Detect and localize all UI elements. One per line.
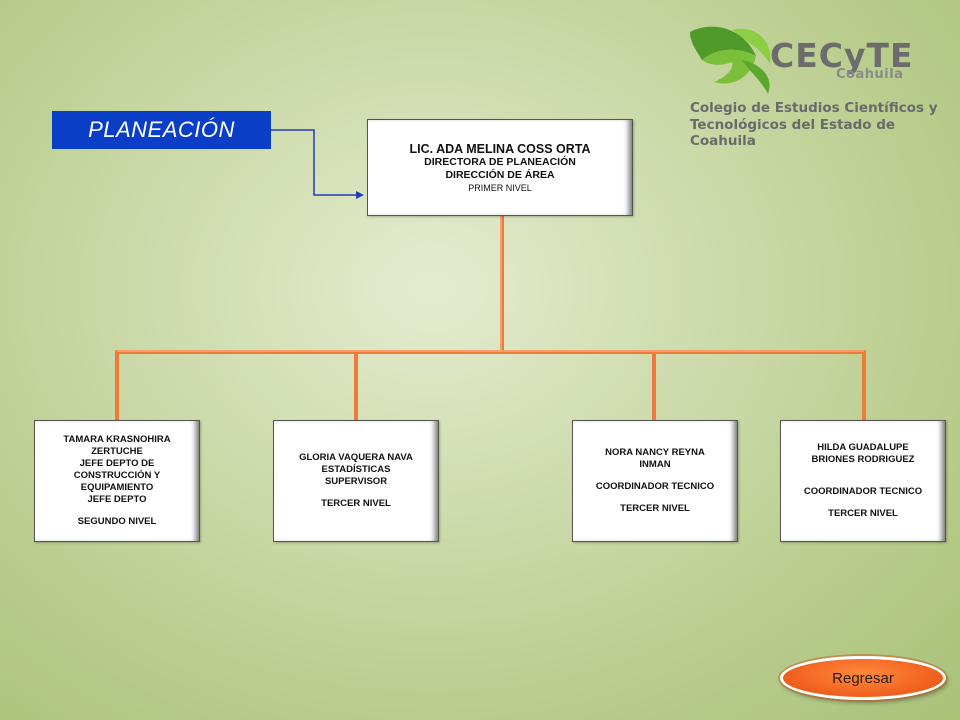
- logo-institution-line-1: Colegio de Estudios Científicos y: [690, 100, 938, 116]
- section-label: PLANEACIÓN: [52, 111, 271, 149]
- logo-institution-line-2: Tecnológicos del Estado de Coahuila: [690, 117, 896, 149]
- logo-brand-sub: Coahuila: [836, 67, 904, 82]
- node-role: COORDINADOR TECNICO: [803, 486, 923, 497]
- org-node-1: TAMARA KRASNOHIRA ZERTUCHE JEFE DEPTO DE…: [34, 420, 200, 542]
- node-level: TERCER NIVEL: [321, 498, 391, 509]
- node-role: JEFE DEPTO DE: [79, 458, 155, 469]
- node-level: TERCER NIVEL: [828, 508, 898, 519]
- node-role: JEFE DEPTO: [87, 494, 147, 505]
- label-pointer-arrow: [356, 191, 364, 199]
- cecyte-logo-icon: [690, 26, 771, 94]
- node-role: CONSTRUCCIÓN Y: [73, 470, 161, 481]
- org-node-4: HILDA GUADALUPE BRIONES RODRIGUEZ COORDI…: [780, 420, 946, 542]
- node-name: ZERTUCHE: [91, 446, 143, 457]
- node-name: INMAN: [639, 459, 671, 470]
- node-name: BRIONES RODRIGUEZ: [811, 454, 915, 465]
- director-level: PRIMER NIVEL: [468, 183, 532, 193]
- director-area: DIRECCIÓN DE ÁREA: [445, 169, 555, 181]
- back-button[interactable]: Regresar: [780, 656, 946, 700]
- org-node-2: GLORIA VAQUERA NAVA ESTADÍSTICAS SUPERVI…: [273, 420, 439, 542]
- node-role: SUPERVISOR: [324, 476, 388, 487]
- node-name: NORA NANCY REYNA: [605, 447, 705, 458]
- director-name: LIC. ADA MELINA COSS ORTA: [409, 142, 591, 156]
- org-node-director: LIC. ADA MELINA COSS ORTA DIRECTORA DE P…: [367, 119, 633, 216]
- node-name: HILDA GUADALUPE: [817, 442, 909, 453]
- label-pointer-line: [271, 129, 356, 196]
- node-level: TERCER NIVEL: [620, 503, 690, 514]
- node-role: COORDINADOR TECNICO: [595, 481, 715, 492]
- node-role: ESTADÍSTICAS: [321, 464, 391, 475]
- node-name: TAMARA KRASNOHIRA: [63, 434, 171, 445]
- node-role: EQUIPAMIENTO: [80, 482, 154, 493]
- org-node-3: NORA NANCY REYNA INMAN COORDINADOR TECNI…: [572, 420, 738, 542]
- node-name: GLORIA VAQUERA NAVA: [299, 452, 413, 463]
- logo-brand-text: CECyTE: [770, 36, 914, 75]
- node-level: SEGUNDO NIVEL: [77, 516, 157, 527]
- director-role: DIRECTORA DE PLANEACIÓN: [424, 156, 576, 168]
